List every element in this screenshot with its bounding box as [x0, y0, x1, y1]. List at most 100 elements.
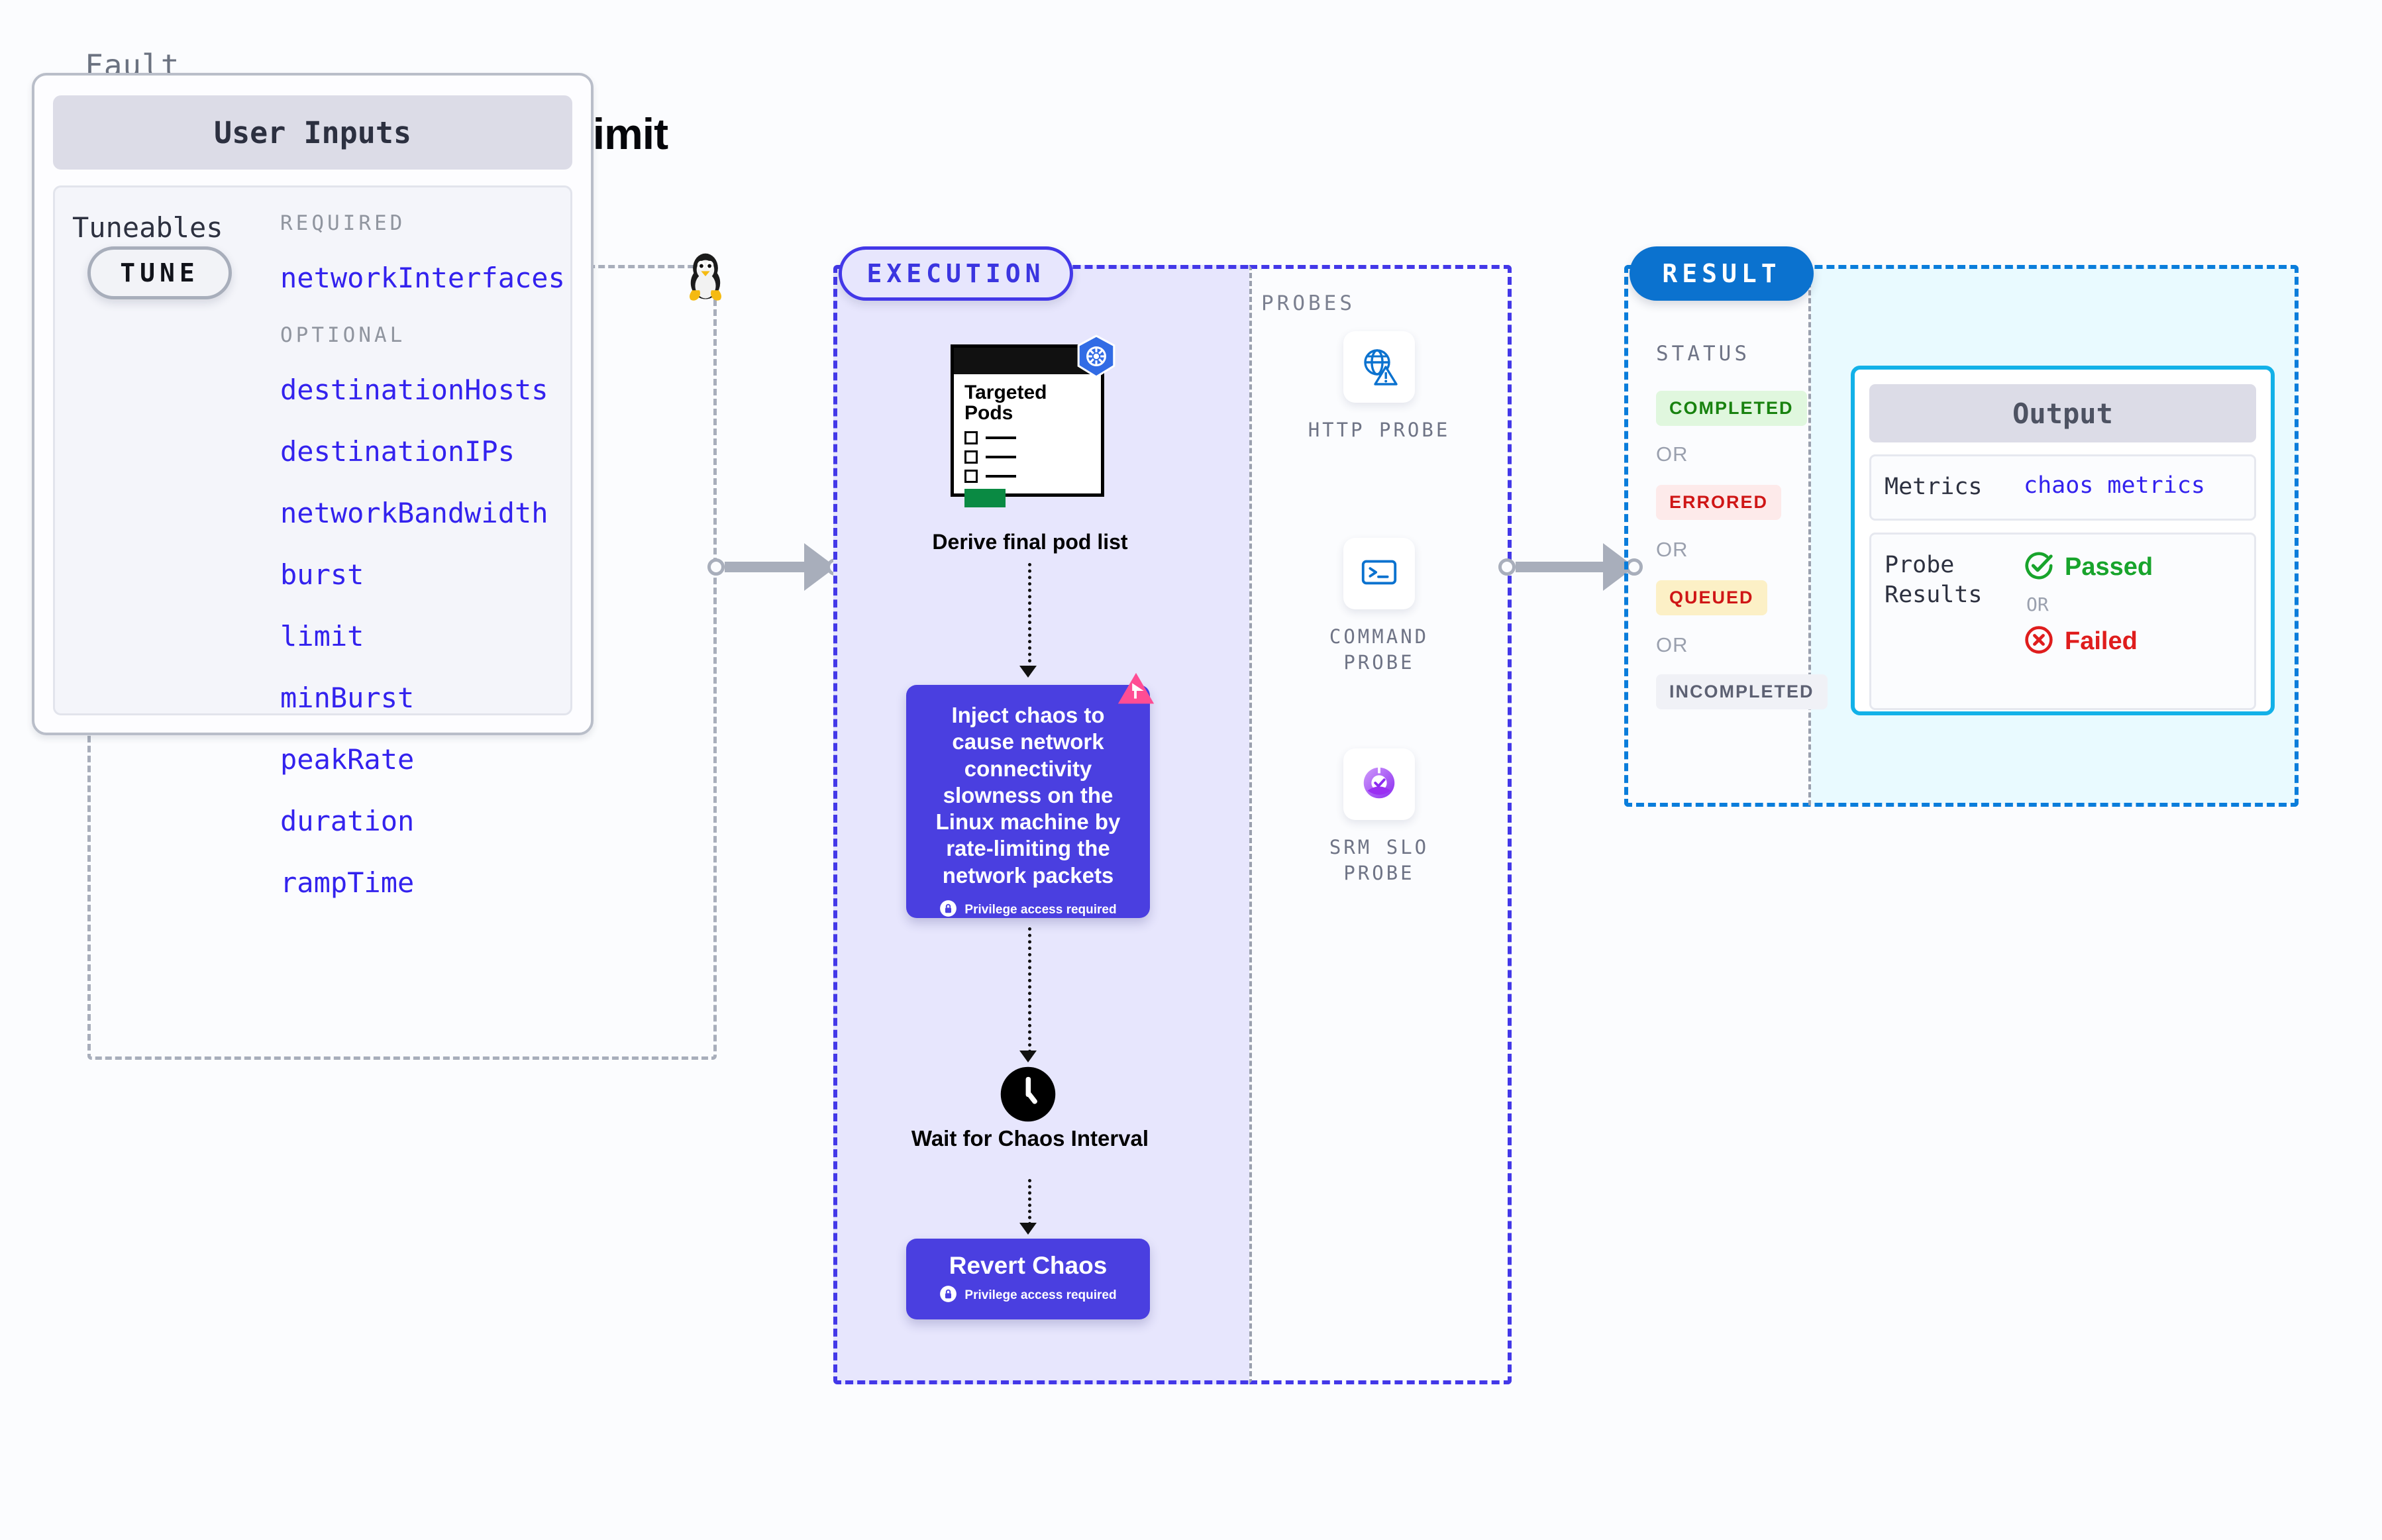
lock-icon: [939, 899, 957, 921]
probe-srm-slo[interactable]: SRM SLO PROBE: [1300, 748, 1459, 886]
status-or-2: OR: [1656, 538, 1688, 561]
tuneable-destinationhosts[interactable]: destinationHosts: [280, 374, 548, 406]
execution-badge: EXECUTION: [839, 246, 1073, 301]
output-metrics-value[interactable]: chaos metrics: [2024, 472, 2205, 499]
output-metrics-row: Metrics chaos metrics: [1869, 454, 2256, 521]
tuneables-body: Tuneables REQUIRED networkInterfaces OPT…: [53, 185, 572, 899]
probe-http-label: HTTP PROBE: [1308, 419, 1451, 441]
targeted-pods-card: Targeted Pods: [951, 334, 1115, 508]
user-inputs-title: User Inputs: [53, 95, 572, 170]
kubernetes-helm-icon: [1074, 334, 1118, 378]
output-probe-results-values: Passed OR Failed: [2024, 550, 2153, 668]
check-circle-icon: [2024, 550, 2054, 584]
pods-checklist-row: [964, 431, 1101, 445]
tuneables-list: REQUIRED networkInterfaces OPTIONAL dest…: [280, 211, 572, 899]
connector-dot-start: [707, 558, 725, 576]
revert-chaos-privilege-note: Privilege access required: [939, 1285, 1117, 1307]
status-badge-completed: COMPLETED: [1656, 391, 1807, 426]
connector-bar: [1516, 562, 1606, 572]
result-section: [1624, 265, 2299, 807]
output-probe-results-key: Probe Results: [1885, 551, 1983, 609]
status-badge-incompleted: INCOMPLETED: [1656, 674, 1828, 709]
probe-command-label: COMMAND PROBE: [1329, 625, 1429, 674]
list-line: [986, 456, 1016, 459]
tuneable-peakrate[interactable]: peakRate: [280, 743, 415, 776]
tuneables-group-optional: OPTIONAL: [280, 323, 406, 347]
status-badge-errored: ERRORED: [1656, 485, 1782, 520]
litmus-chaos-icon: [1115, 670, 1157, 711]
checkbox-icon: [964, 431, 978, 445]
inject-chaos-privilege-label: Privilege access required: [964, 903, 1117, 917]
probe-result-failed-label: Failed: [2065, 627, 2138, 655]
clock-icon: [999, 1065, 1057, 1123]
connector-dot-start: [1498, 558, 1516, 576]
inject-chaos-privilege-note: Privilege access required: [923, 899, 1133, 921]
revert-chaos-privilege-label: Privilege access required: [964, 1288, 1117, 1302]
pods-checklist-row: [964, 470, 1101, 484]
probe-result-passed-label: Passed: [2065, 552, 2153, 581]
flow-arrow-3: [1028, 1179, 1031, 1225]
tuneable-limit[interactable]: limit: [280, 620, 364, 652]
probe-srm-slo-label: SRM SLO PROBE: [1329, 836, 1429, 885]
tuneable-burst[interactable]: burst: [280, 558, 364, 591]
tune-badge: TUNE: [87, 246, 232, 299]
checkbox-icon: [964, 450, 978, 464]
x-circle-icon: [2024, 625, 2054, 658]
inject-chaos-text: Inject chaos to cause network connectivi…: [935, 703, 1121, 888]
probe-tile: [1343, 538, 1415, 609]
tuneable-duration[interactable]: duration: [280, 805, 415, 837]
probes-section: [1249, 265, 1512, 1384]
targeted-pods-title: Targeted Pods: [964, 382, 1047, 425]
flow-arrow-1: [1028, 563, 1031, 669]
tuneables-group-required: REQUIRED: [280, 211, 406, 235]
tuneable-ramptime[interactable]: rampTime: [280, 866, 415, 899]
status-title: STATUS: [1656, 342, 1750, 366]
probe-result-failed: Failed: [2024, 625, 2153, 658]
checkbox-icon: [964, 470, 978, 484]
derive-pod-list-caption: Derive final pod list: [932, 530, 1128, 554]
flow-arrowhead-3: [1019, 1223, 1037, 1235]
probe-http[interactable]: HTTP PROBE: [1300, 331, 1459, 443]
pods-checklist-row: [964, 450, 1101, 464]
globe-warning-icon: [1358, 344, 1400, 390]
probe-result-or: OR: [2026, 593, 2049, 615]
pods-checklist: [954, 423, 1101, 484]
linux-tux-icon-connector: [681, 249, 730, 302]
list-line: [986, 436, 1016, 440]
probe-command[interactable]: COMMAND PROBE: [1300, 538, 1459, 676]
probe-tile: [1343, 331, 1415, 403]
status-badge-queued: QUEUED: [1656, 580, 1767, 615]
result-status-divider: [1808, 266, 1811, 805]
tuneable-networkbandwidth[interactable]: networkBandwidth: [280, 497, 548, 529]
pods-card-titlebar: [954, 348, 1101, 374]
flow-arrow-2: [1028, 927, 1031, 1053]
inject-chaos-card: Inject chaos to cause network connectivi…: [906, 672, 1155, 921]
tuneable-destinationips[interactable]: destinationIPs: [280, 435, 515, 468]
output-card: Output Metrics chaos metrics Probe Resul…: [1851, 366, 2275, 715]
flow-arrowhead-2: [1019, 1051, 1037, 1062]
output-metrics-key: Metrics: [1885, 474, 1983, 500]
tuneables-label: Tuneables: [72, 211, 223, 244]
output-title: Output: [1869, 384, 2256, 442]
status-or-1: OR: [1656, 442, 1688, 466]
list-line: [986, 475, 1016, 478]
connector-tune-to-execution: [707, 543, 844, 591]
tuneable-networkinterfaces[interactable]: networkInterfaces: [280, 262, 565, 294]
result-badge: RESULT: [1630, 246, 1814, 301]
probe-tile: [1343, 748, 1415, 820]
slo-gauge-icon: [1359, 762, 1400, 807]
lock-icon: [939, 1285, 957, 1307]
revert-chaos-title: Revert Chaos: [949, 1251, 1108, 1279]
terminal-icon: [1359, 552, 1400, 596]
wait-for-chaos-caption: Wait for Chaos Interval: [911, 1126, 1149, 1151]
probe-result-passed: Passed: [2024, 550, 2153, 584]
user-inputs-card: User Inputs Tuneables REQUIRED networkIn…: [32, 73, 594, 899]
flow-arrowhead-1: [1019, 666, 1037, 678]
tuneable-minburst[interactable]: minBurst: [280, 682, 415, 714]
connector-execution-to-result: [1498, 543, 1643, 591]
output-probe-results-row: Probe Results Passed OR: [1869, 532, 2256, 710]
status-or-3: OR: [1656, 633, 1688, 656]
connector-bar: [725, 562, 807, 572]
pods-progress-bar: [964, 489, 1006, 508]
